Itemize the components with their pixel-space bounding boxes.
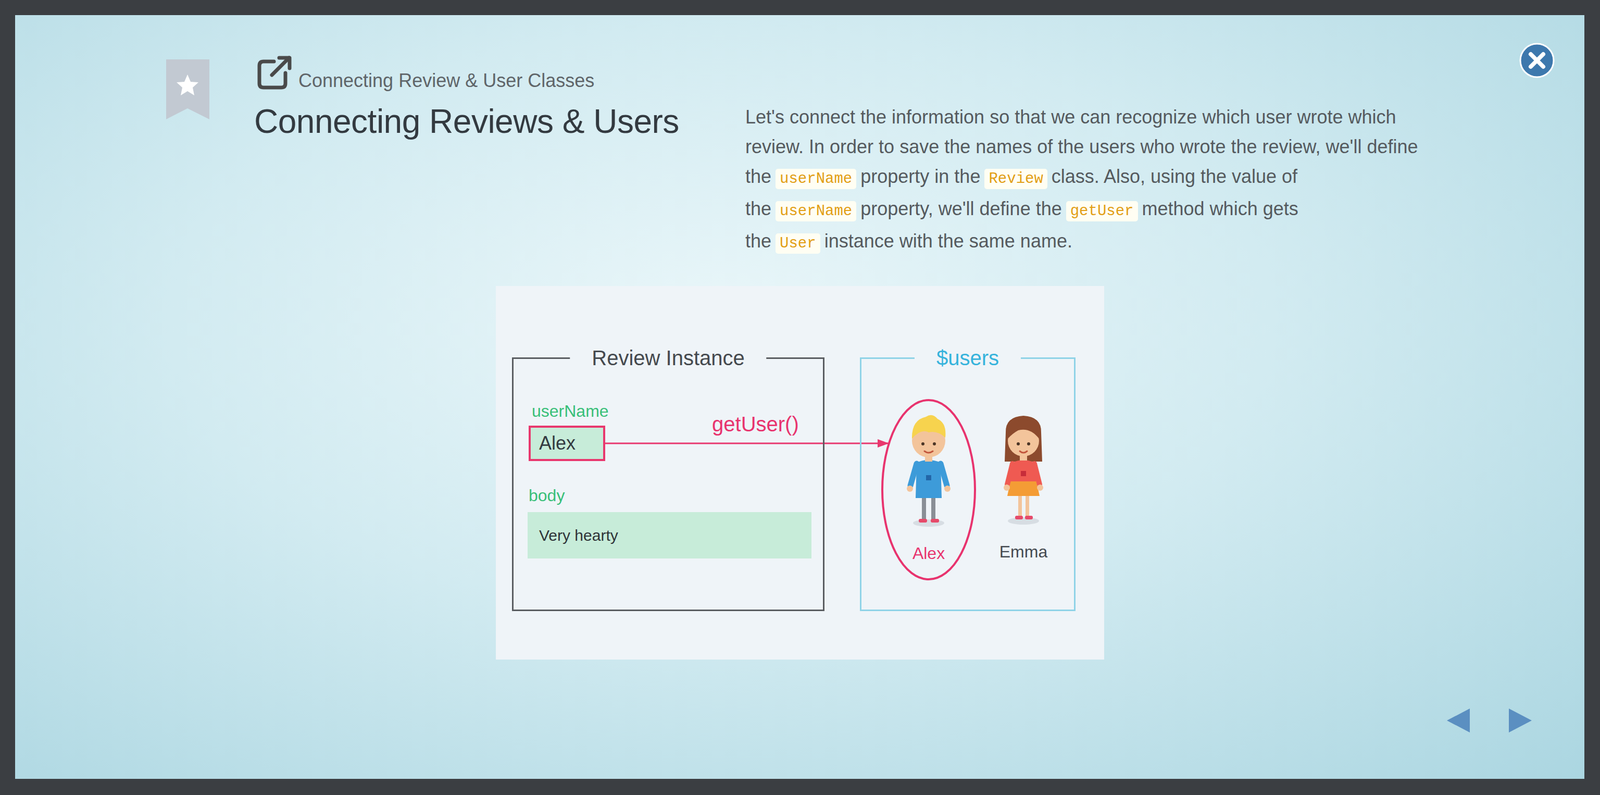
property-name: body	[528, 484, 565, 506]
bookmark-icon	[166, 59, 210, 120]
external-link-icon	[259, 57, 290, 88]
code-term: User	[775, 233, 821, 254]
selected-user: Alex	[880, 398, 977, 581]
property-name: userName	[531, 400, 609, 422]
close-cross	[1530, 54, 1544, 67]
person-name: Emma	[999, 542, 1048, 562]
property-box: userNameAlex	[528, 425, 606, 461]
prev-arrow	[1446, 708, 1470, 733]
description-paragraph: Let's connect the information so that we…	[745, 102, 1423, 259]
slide-title: Connecting Reviews & Users	[254, 102, 680, 141]
code-term: userName	[775, 168, 857, 190]
paragraph-text: instance with the same name.	[824, 230, 1073, 252]
method-arrow	[605, 442, 890, 445]
paragraph-text: property in the	[860, 165, 981, 187]
girl-figure	[1003, 415, 1044, 525]
instance-frame: Review InstanceuserNameAlexbodyVery hear…	[511, 357, 825, 611]
method-label: getUser()	[711, 411, 799, 436]
code-term: Review	[984, 168, 1047, 190]
code-term: getUser	[1066, 201, 1139, 222]
person-name: Alex	[912, 543, 945, 564]
close-button	[1520, 43, 1554, 78]
frame-title: Review Instance	[569, 344, 767, 371]
users-frame: $usersAlex	[859, 357, 1076, 611]
property-box: bodyVery hearty	[527, 511, 812, 559]
property-value: Very hearty	[527, 526, 630, 545]
boy-figure	[906, 415, 951, 527]
section-label: Connecting Review & User Classes	[298, 69, 595, 92]
bookmark-star	[176, 74, 199, 96]
next-arrow	[1508, 708, 1532, 733]
code-term: userName	[775, 201, 857, 222]
property-value: Alex	[530, 432, 584, 455]
frame-title: $users	[914, 344, 1021, 371]
paragraph-text: property, we'll define the	[860, 197, 1062, 220]
